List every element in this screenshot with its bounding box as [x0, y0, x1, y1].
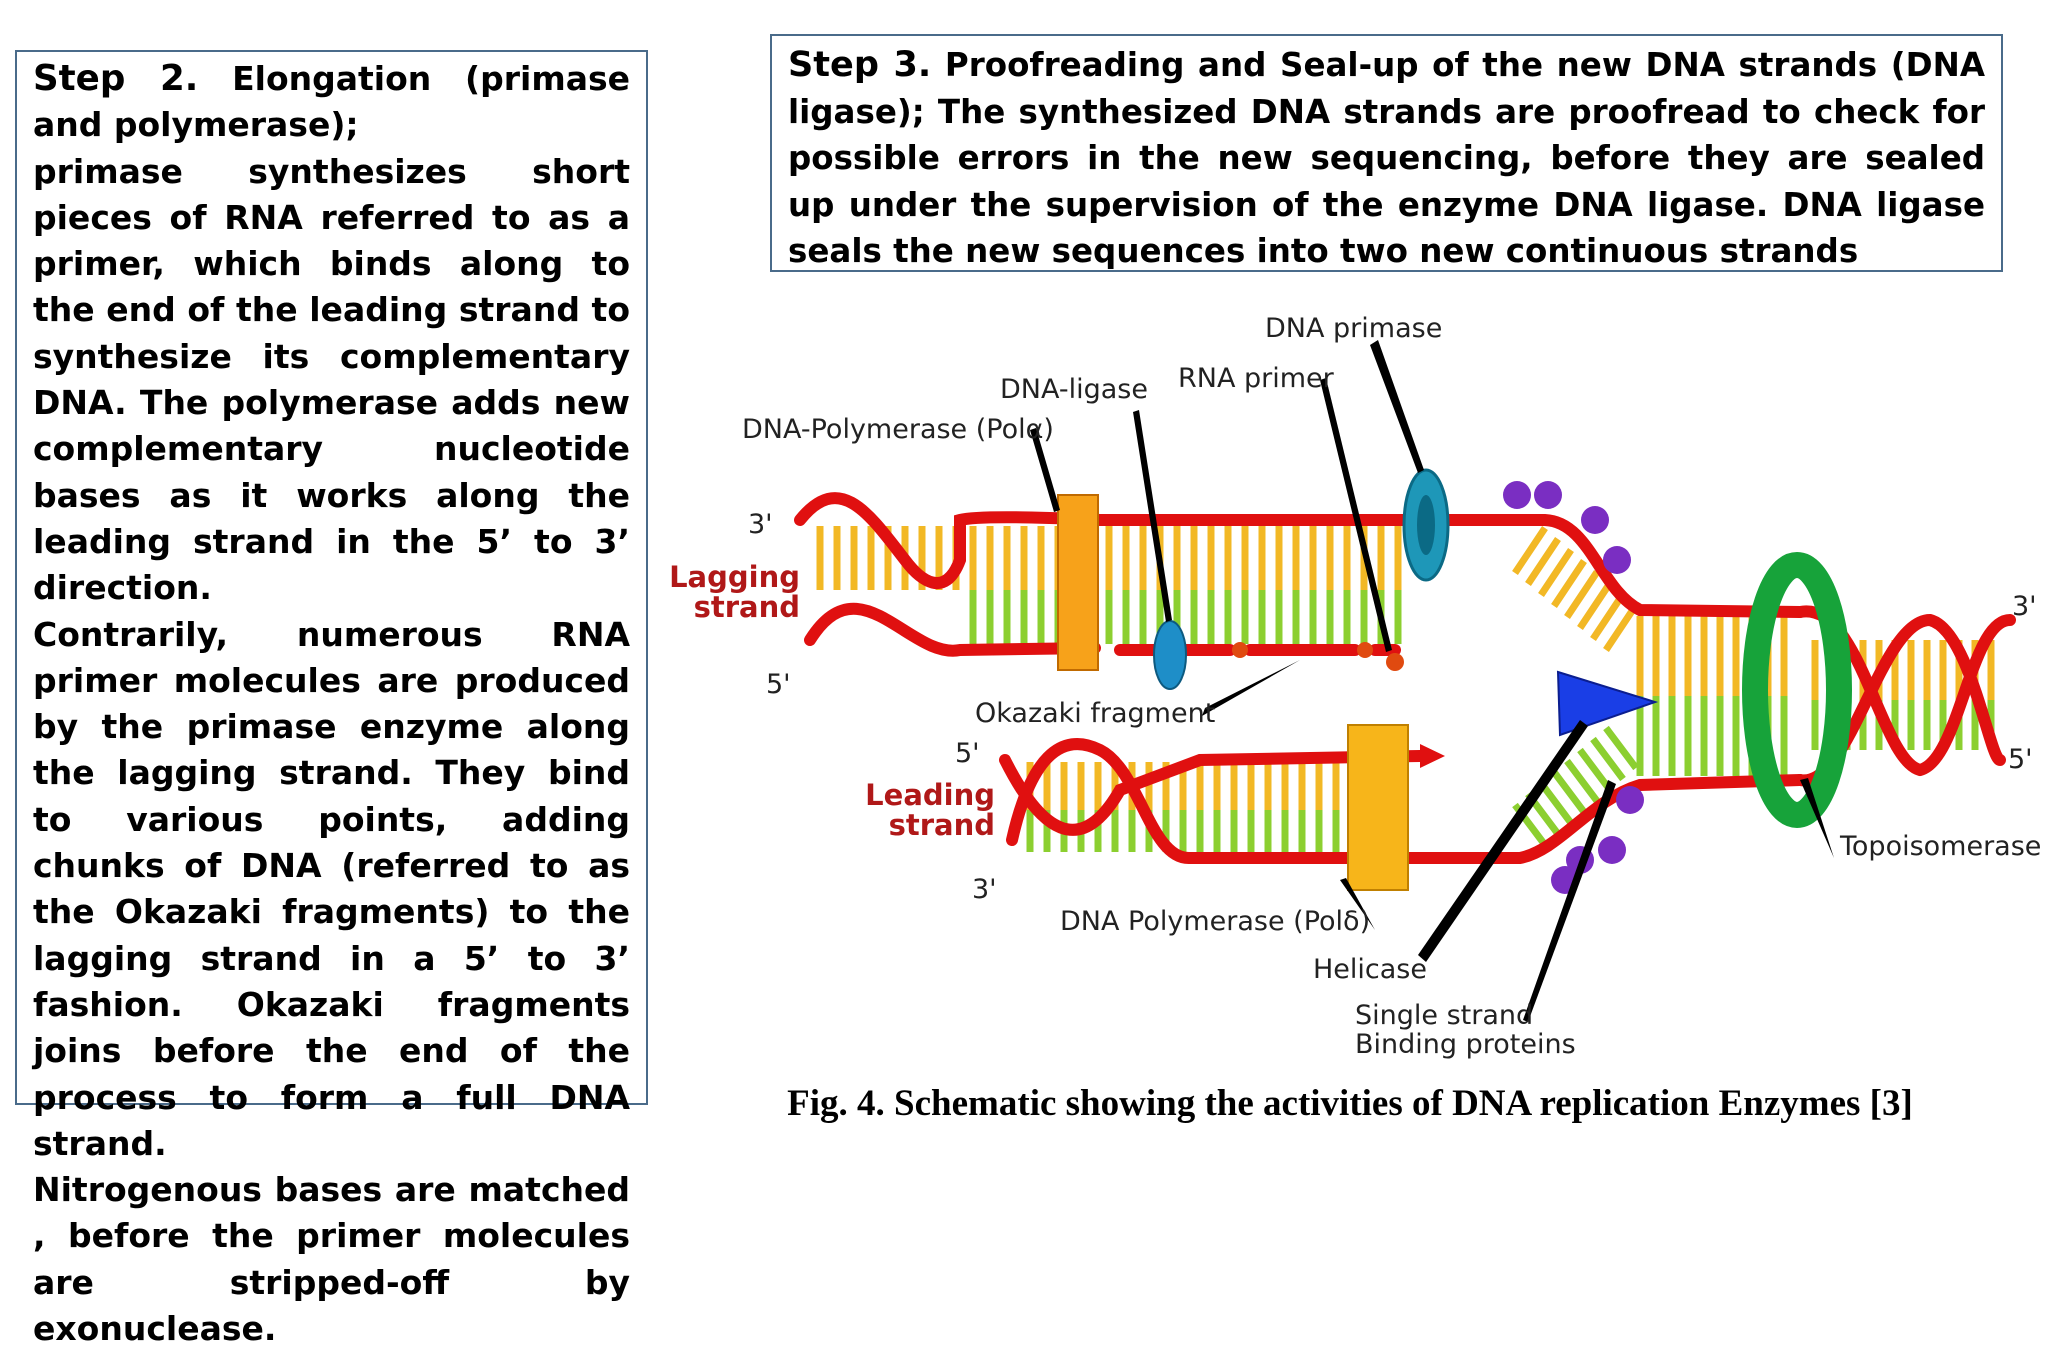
base-pair [1603, 725, 1639, 771]
base-pair [1577, 747, 1613, 793]
dna-polymerase-delta [1347, 724, 1409, 891]
lagging-strand-backbone [794, 492, 1416, 590]
step2-paragraph-primase: primase synthesizes short pieces of RNA … [33, 151, 630, 608]
leading-synthesis-arrow [1420, 744, 1445, 768]
label-lagging: Lagging [670, 560, 800, 594]
base-pair [1525, 537, 1561, 586]
label-leading: Leading [865, 778, 995, 812]
label-rna-primer: RNA primer [1178, 363, 1335, 394]
base-pair [1564, 758, 1600, 804]
base-pair [1603, 603, 1639, 652]
base-pair [1564, 570, 1600, 619]
base-pair [1590, 736, 1626, 782]
step3-heading: Step 3. [788, 44, 932, 85]
lagging-new-backbone [804, 602, 1101, 657]
topoisomerase [1742, 552, 1852, 828]
leading-strand-backbone [1006, 738, 1806, 864]
label-3prime-bottom-left: 3' [972, 874, 997, 905]
parental-top-backbone [1404, 514, 1806, 618]
ssb-protein [1503, 481, 1531, 509]
ssb-protein [1616, 786, 1644, 814]
base-pair [1551, 559, 1587, 608]
base-pair [1590, 592, 1626, 641]
rna-primers [1232, 642, 1404, 671]
dna-polymerase-alpha [1057, 494, 1099, 671]
helicase [1556, 670, 1659, 737]
label-binding-proteins: Binding proteins [1355, 1029, 1576, 1060]
label-okazaki-fragment: Okazaki fragment [975, 698, 1215, 729]
ssb-protein [1581, 506, 1609, 534]
base-pair [1538, 548, 1574, 597]
leading-new-backbone [999, 750, 1426, 836]
single-strand-binding-proteins [1503, 481, 1644, 894]
label-pointers [1030, 340, 1834, 1022]
figure-caption: Fig. 4. Schematic showing the activities… [787, 1083, 1913, 1124]
base-pair [1538, 780, 1574, 826]
step2-title: Elongation (primase and polymerase); [33, 59, 631, 145]
label-3prime-right: 3' [2012, 591, 2037, 622]
dna-primase-hole [1417, 495, 1435, 555]
label-dna-primase: DNA primase [1265, 313, 1442, 344]
label-3prime-top-left: 3' [748, 509, 773, 540]
ssb-protein [1534, 481, 1562, 509]
label-5prime-right: 5' [2008, 744, 2033, 775]
base-pair [1551, 769, 1587, 815]
ssb-protein [1598, 836, 1626, 864]
label-dna-polymerase-delta: DNA Polymerase (Polδ) [1060, 906, 1370, 937]
base-pair [1577, 581, 1613, 630]
dna-replication-diagram: DNA primase DNA-ligase RNA primer DNA-Po… [670, 313, 2041, 1060]
ssb-protein [1603, 546, 1631, 574]
step2-heading: Step 2. [33, 58, 199, 99]
step2-textbox: Step 2. Elongation (primase and polymera… [15, 50, 648, 1348]
label-5prime-top-left: 5' [766, 669, 791, 700]
label-topoisomerase: Topoisomerase [1839, 831, 2041, 862]
dna-ligase [1153, 620, 1187, 690]
label-lagging-strand: strand [694, 590, 800, 624]
step2-paragraph-exonuclease: Nitrogenous bases are matched , before t… [33, 1170, 630, 1349]
label-leading-strand: strand [889, 808, 995, 842]
step3-textbox: Step 3. Proofreading and Seal-up of the … [770, 34, 2003, 272]
step3-text: Proofreading and Seal-up of the new DNA … [788, 46, 1985, 270]
base-pair [1512, 526, 1548, 575]
label-5prime-bottom-left: 5' [955, 738, 980, 769]
step2-paragraph-lagging: Contrarily, numerous RNA primer molecule… [33, 614, 630, 1163]
label-dna-polymerase-alpha: DNA-Polymerase (Polα) [742, 414, 1054, 445]
label-helicase: Helicase [1313, 954, 1427, 985]
label-single-strand: Single strand [1355, 1000, 1533, 1031]
label-dna-ligase: DNA-ligase [1000, 374, 1148, 405]
